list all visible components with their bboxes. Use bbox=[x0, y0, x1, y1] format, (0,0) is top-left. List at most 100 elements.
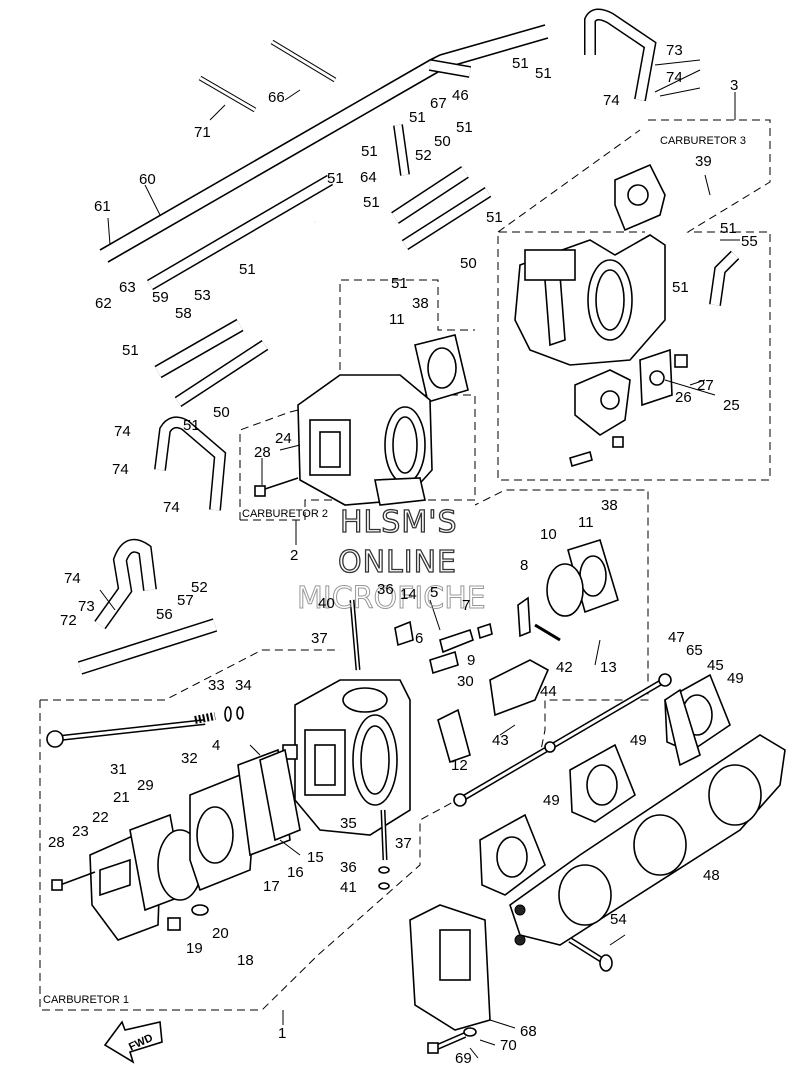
callout-28b: 28 bbox=[48, 834, 65, 851]
hose-55 bbox=[77, 618, 218, 675]
callout-45: 45 bbox=[707, 657, 724, 674]
callout-24: 24 bbox=[275, 430, 292, 447]
spring-32 bbox=[194, 712, 216, 724]
callout-12: 12 bbox=[451, 757, 468, 774]
callout-2: 2 bbox=[290, 547, 298, 564]
linkage-rod-47 bbox=[453, 673, 672, 807]
valve-9 bbox=[429, 650, 459, 675]
callout-51f: 51 bbox=[486, 209, 503, 226]
callout-39: 39 bbox=[695, 153, 712, 170]
carb1-plate-15 bbox=[259, 748, 301, 842]
callout-28a: 28 bbox=[254, 444, 271, 461]
spring-7 bbox=[477, 622, 493, 640]
callout-48: 48 bbox=[703, 867, 720, 884]
callout-1: 1 bbox=[278, 1025, 286, 1042]
carburetor-3-body bbox=[514, 163, 688, 468]
callout-67: 68 bbox=[520, 1023, 537, 1040]
callout-51k: 51 bbox=[122, 342, 139, 359]
plug-41 bbox=[378, 882, 390, 890]
callout-74b: 74 bbox=[603, 92, 620, 109]
callout-59: 60 bbox=[139, 171, 156, 188]
u-hose-73-top bbox=[584, 8, 657, 102]
carburetor-3-label: CARBURETOR 3 bbox=[660, 135, 746, 147]
watermark-line1: HLSM'S bbox=[340, 505, 458, 540]
callout-21: 21 bbox=[113, 789, 130, 806]
hose-59 bbox=[99, 24, 549, 263]
callout-62: 63 bbox=[119, 279, 136, 296]
callout-13: 13 bbox=[600, 659, 617, 676]
bolt-53 bbox=[568, 937, 613, 972]
callout-69: 70 bbox=[500, 1037, 517, 1054]
callout-40: 40 bbox=[318, 595, 335, 612]
carb1-plug-19 bbox=[167, 917, 181, 931]
callout-66: 67 bbox=[430, 95, 447, 112]
fitting-14 bbox=[394, 620, 414, 647]
callout-22: 22 bbox=[92, 809, 109, 826]
callout-51d: 51 bbox=[361, 143, 378, 160]
callout-20: 20 bbox=[212, 925, 229, 942]
leader-lines bbox=[99, 59, 740, 1059]
watermark-line2: ONLINE bbox=[338, 545, 457, 580]
callout-51i: 51 bbox=[391, 275, 408, 292]
callout-7: 7 bbox=[462, 597, 470, 614]
callout-51g: 51 bbox=[327, 170, 344, 187]
callout-6: 6 bbox=[415, 630, 423, 647]
callout-10: 10 bbox=[540, 526, 557, 543]
callout-49a: 49 bbox=[727, 670, 744, 687]
callout-51j: 51 bbox=[239, 261, 256, 278]
carb1-bolt-28 bbox=[51, 871, 96, 891]
carburetor-2-label: CARBURETOR 2 bbox=[242, 508, 328, 520]
callout-56: 57 bbox=[177, 592, 194, 609]
o-ring-34 bbox=[236, 706, 244, 720]
callout-37a: 37 bbox=[311, 630, 328, 647]
hose-50-right bbox=[401, 186, 492, 251]
callout-70: 71 bbox=[194, 124, 211, 141]
pin-42 bbox=[534, 623, 561, 642]
pilot-screw-31 bbox=[46, 719, 206, 748]
callout-23: 23 bbox=[72, 823, 89, 840]
callout-11a: 11 bbox=[578, 514, 594, 531]
gasket-49-a bbox=[479, 813, 546, 896]
gasket-45 bbox=[664, 688, 701, 767]
callout-63: 64 bbox=[360, 169, 377, 186]
hose-46 bbox=[428, 59, 472, 78]
callout-3: 3 bbox=[730, 77, 738, 94]
callout-35: 35 bbox=[340, 815, 357, 832]
bracket-67 bbox=[409, 904, 491, 1031]
callout-51o: 52 bbox=[191, 579, 208, 596]
callout-51c: 51 bbox=[409, 109, 426, 126]
callout-51l: 51 bbox=[183, 417, 200, 434]
callout-19: 19 bbox=[186, 940, 203, 957]
callout-16: 16 bbox=[287, 864, 304, 881]
callout-29: 29 bbox=[137, 777, 154, 794]
hose-57 bbox=[146, 174, 334, 291]
callout-36a: 36 bbox=[377, 581, 394, 598]
callout-38a: 38 bbox=[412, 295, 429, 312]
callout-71: 72 bbox=[60, 612, 77, 629]
callout-44: 44 bbox=[540, 683, 557, 700]
carburetor-2-outline bbox=[239, 279, 476, 545]
callout-30: 30 bbox=[457, 673, 474, 690]
washer-33 bbox=[224, 706, 232, 722]
callout-9: 9 bbox=[467, 652, 475, 669]
callout-31: 31 bbox=[110, 761, 127, 778]
hose-52-right bbox=[391, 166, 469, 224]
cable-tie-70 bbox=[198, 75, 257, 113]
hose-62 bbox=[77, 218, 317, 351]
hose-52-left bbox=[154, 318, 244, 379]
callout-68: 69 bbox=[455, 1050, 472, 1067]
callout-47: 47 bbox=[668, 629, 685, 646]
callout-74d: 74 bbox=[163, 499, 180, 516]
callout-27: 27 bbox=[697, 377, 714, 394]
callout-65: 66 bbox=[268, 89, 285, 106]
fwd-arrow-icon: FWD bbox=[103, 1020, 163, 1064]
callout-15: 15 bbox=[307, 849, 324, 866]
callout-50c: 50 bbox=[213, 404, 230, 421]
washer-69 bbox=[463, 1027, 477, 1037]
carb1-washer-20 bbox=[191, 904, 209, 916]
callout-14: 14 bbox=[400, 586, 417, 603]
callout-49b: 49 bbox=[630, 732, 647, 749]
callout-64: 65 bbox=[686, 642, 703, 659]
callout-18: 18 bbox=[237, 952, 254, 969]
